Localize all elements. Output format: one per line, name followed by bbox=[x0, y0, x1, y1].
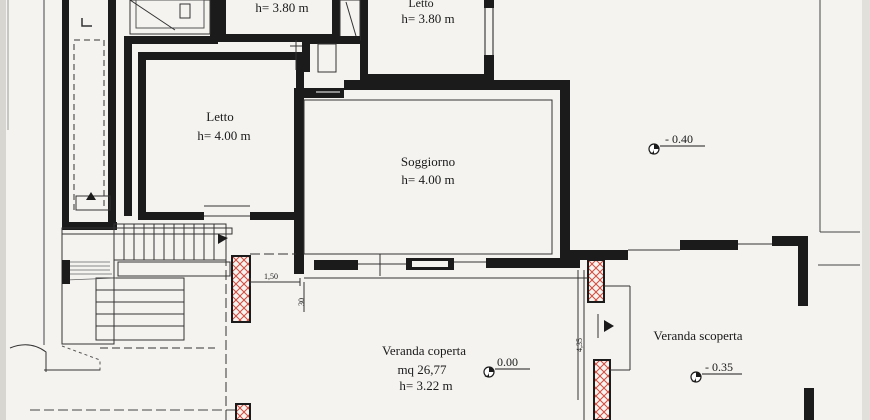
veranda-scoperta-structure bbox=[628, 236, 814, 420]
height-letto-top-left: h= 3.80 m bbox=[255, 0, 308, 15]
boundary-lines bbox=[7, 0, 860, 411]
room-letto-top-left bbox=[218, 0, 340, 42]
height-soggiorno: h= 4.00 m bbox=[401, 172, 454, 187]
room-soggiorno bbox=[294, 80, 628, 276]
level-marker-outdoor bbox=[648, 143, 705, 155]
veranda-coperta-structure bbox=[225, 253, 631, 420]
height-letto-left: h= 4.00 m bbox=[197, 128, 250, 143]
dim-150: 1,50 bbox=[264, 272, 278, 281]
height-veranda-coperta: h= 3.22 m bbox=[399, 378, 452, 393]
level-outdoor: - 0.40 bbox=[665, 132, 693, 146]
dim-435: 4,35 bbox=[575, 338, 584, 352]
paper-edge-left bbox=[0, 0, 6, 420]
left-structure bbox=[62, 0, 218, 230]
dimension-lines bbox=[249, 270, 579, 400]
name-soggiorno: Soggiorno bbox=[401, 154, 455, 169]
central-partition bbox=[302, 36, 360, 73]
name-letto-top-right: Letto bbox=[408, 0, 433, 10]
paper-edge-right bbox=[862, 0, 870, 420]
area-veranda-coperta: mq 26,77 bbox=[397, 362, 447, 377]
level-marker-veranda-scoperta bbox=[690, 371, 742, 383]
dim-30: 30 bbox=[297, 298, 306, 306]
level-veranda-coperta: 0.00 bbox=[497, 355, 518, 369]
name-veranda-scoperta: Veranda scoperta bbox=[653, 328, 742, 343]
height-letto-top-right: h= 3.80 m bbox=[401, 11, 454, 26]
level-marker-veranda-coperta bbox=[483, 366, 530, 378]
level-veranda-scoperta: - 0.35 bbox=[705, 360, 733, 374]
name-veranda-coperta: Veranda coperta bbox=[382, 343, 466, 358]
name-letto-left: Letto bbox=[206, 109, 233, 124]
staircase bbox=[9, 223, 233, 372]
